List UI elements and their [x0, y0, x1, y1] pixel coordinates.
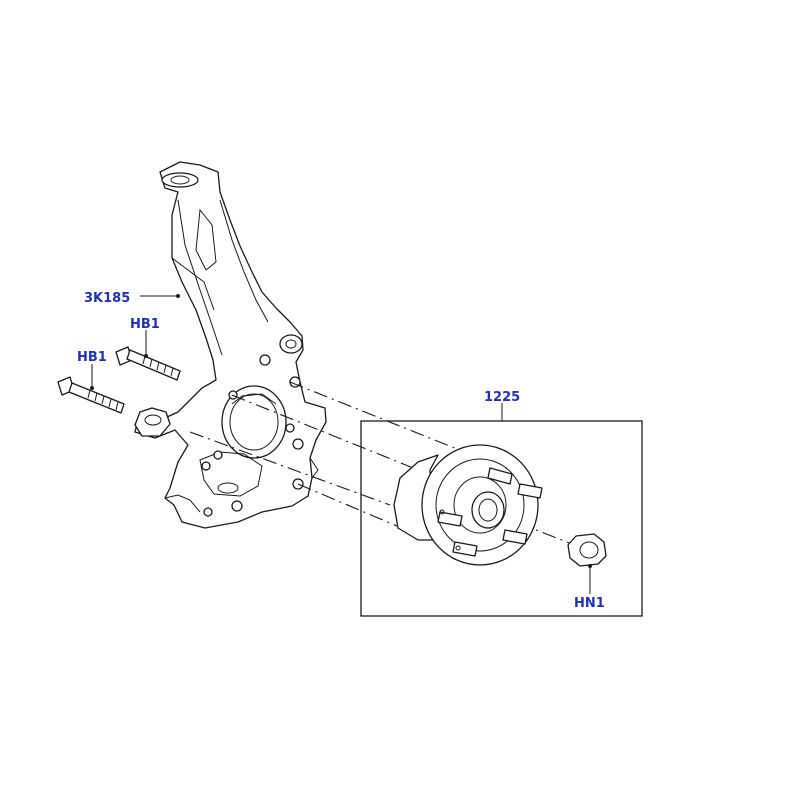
- callout-hub-nut: HN1: [574, 596, 605, 611]
- callout-bolt-upper: HB1: [130, 317, 160, 332]
- wheel-hub-bearing: [393, 444, 543, 566]
- leader-lines: [90, 294, 592, 594]
- hub-nut: [567, 533, 607, 567]
- callout-bolt-lower: HB1: [77, 350, 107, 365]
- callout-knuckle: 3K185: [84, 291, 130, 306]
- steering-knuckle: [134, 161, 327, 529]
- callout-hub-assembly: 1225: [484, 390, 520, 405]
- bolt-upper: [115, 346, 181, 381]
- bolt-lower: [57, 376, 125, 414]
